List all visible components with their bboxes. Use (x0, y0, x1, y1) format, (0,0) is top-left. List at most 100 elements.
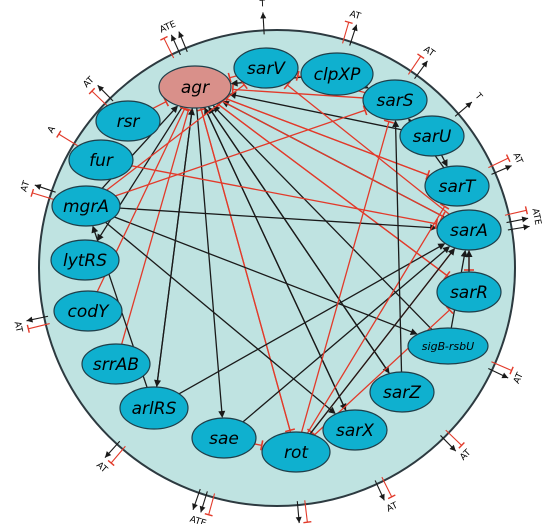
arrowhead (437, 243, 446, 250)
node-label: fur (89, 151, 114, 171)
node-ellipse (369, 371, 435, 413)
node-sae[interactable]: sae (191, 417, 257, 459)
output-mgrA: AT (19, 179, 56, 200)
node-label: sarU (413, 127, 452, 147)
edge-agr-sarT (224, 97, 431, 180)
arrowhead (91, 225, 99, 234)
edge-mgrA-sigB (114, 216, 418, 336)
node-rsr[interactable]: rsr (95, 100, 161, 142)
output-sarV: T (258, 0, 267, 35)
node-sarV[interactable]: sarV (233, 47, 299, 89)
node-ellipse (119, 386, 189, 430)
node-sarX[interactable]: sarX (322, 409, 388, 451)
output-label: AT (458, 448, 473, 463)
node-fur[interactable]: fur (68, 139, 134, 181)
edge-sarV-agr (227, 72, 237, 83)
edge-sarR-sarA (465, 250, 473, 272)
output-label: AT (421, 45, 436, 60)
repression-bar (445, 305, 454, 315)
arrowhead (170, 105, 179, 114)
node-ellipse (81, 343, 151, 385)
node-ellipse (261, 431, 331, 473)
output-label: T (472, 91, 484, 103)
node-clpXP[interactable]: clpXP (300, 52, 374, 96)
edge-fur-sarA (131, 165, 439, 229)
output-sarA: ATE (504, 206, 543, 231)
arrowhead (460, 249, 468, 258)
node-label: sae (209, 429, 239, 449)
node-codY[interactable]: codY (53, 290, 123, 332)
node-sarA[interactable]: sarA (436, 209, 502, 251)
node-label: agr (181, 78, 210, 98)
node-label: srrAB (93, 355, 139, 375)
repression-bar (231, 84, 234, 95)
node-label: sigB-rsbU (422, 340, 474, 353)
arrowhead (228, 92, 237, 99)
regulatory-edges (91, 70, 474, 451)
repression-bar (179, 106, 190, 112)
edge-sarZ-sarS (392, 119, 403, 373)
node-arlRS[interactable]: arlRS (119, 386, 189, 430)
node-lytRS[interactable]: lytRS (50, 239, 120, 281)
edge-sae-sarA (242, 246, 451, 423)
edge-mgrA-sarA (119, 207, 438, 232)
edge-agr-sae (196, 107, 226, 419)
node-ellipse (362, 79, 428, 121)
arrowhead (441, 159, 448, 167)
node-sarS[interactable]: sarS (362, 79, 428, 121)
node-label: rsr (117, 112, 141, 132)
output-label: ATE (158, 19, 178, 35)
node-ellipse (399, 115, 465, 157)
output-sarT: AT (488, 151, 524, 175)
node-label: rot (284, 443, 309, 463)
edge-mgrA-sarS (115, 105, 368, 197)
node-sarZ[interactable]: sarZ (369, 371, 435, 413)
arrowhead (339, 402, 347, 411)
node-sarR[interactable]: sarR (436, 271, 502, 313)
node-label: clpXP (314, 65, 362, 85)
node-label: sarV (247, 59, 286, 79)
node-srrAB[interactable]: srrAB (81, 343, 151, 385)
output-label: AT (19, 179, 32, 193)
repression-bar (439, 203, 450, 210)
output-label: AT (82, 75, 97, 90)
node-rot[interactable]: rot (261, 431, 331, 473)
arrowhead (442, 246, 451, 254)
node-mgrA[interactable]: mgrA (51, 185, 121, 227)
node-label: mgrA (63, 197, 109, 217)
edge-mgrA-sarX (105, 221, 336, 415)
node-ellipse (436, 271, 502, 313)
output-label: ATE (529, 208, 542, 227)
node-ellipse (95, 100, 161, 142)
node-sarT[interactable]: sarT (424, 165, 490, 207)
output-label: ATE (188, 515, 207, 524)
output-sarU: T (454, 91, 484, 117)
output-label: AT (385, 501, 400, 515)
node-ellipse (51, 185, 121, 227)
node-sigB[interactable]: sigB-rsbU (407, 327, 489, 365)
arrowhead (230, 79, 238, 87)
output-sigB: AT (488, 361, 526, 385)
node-sarU[interactable]: sarU (399, 115, 465, 157)
arrowhead (154, 379, 162, 388)
node-ellipse (407, 327, 489, 365)
node-label: sarZ (383, 383, 421, 403)
node-ellipse (50, 239, 120, 281)
node-label: codY (68, 302, 111, 322)
edge-rot-sarT (306, 203, 450, 434)
node-agr[interactable]: agr (158, 65, 232, 109)
arrowhead (465, 250, 473, 257)
output-label: AT (94, 460, 109, 475)
output-label: T (258, 0, 266, 10)
node-label: arlRS (132, 399, 177, 419)
arrowhead (328, 406, 336, 415)
repression-bar (434, 218, 439, 229)
edge-rot-sarS (300, 119, 394, 433)
edge-sarU-sarT (440, 154, 448, 167)
arrowhead (96, 233, 104, 242)
node-label: sarX (336, 421, 374, 441)
node-ellipse (424, 165, 490, 207)
arrowhead (392, 119, 400, 128)
